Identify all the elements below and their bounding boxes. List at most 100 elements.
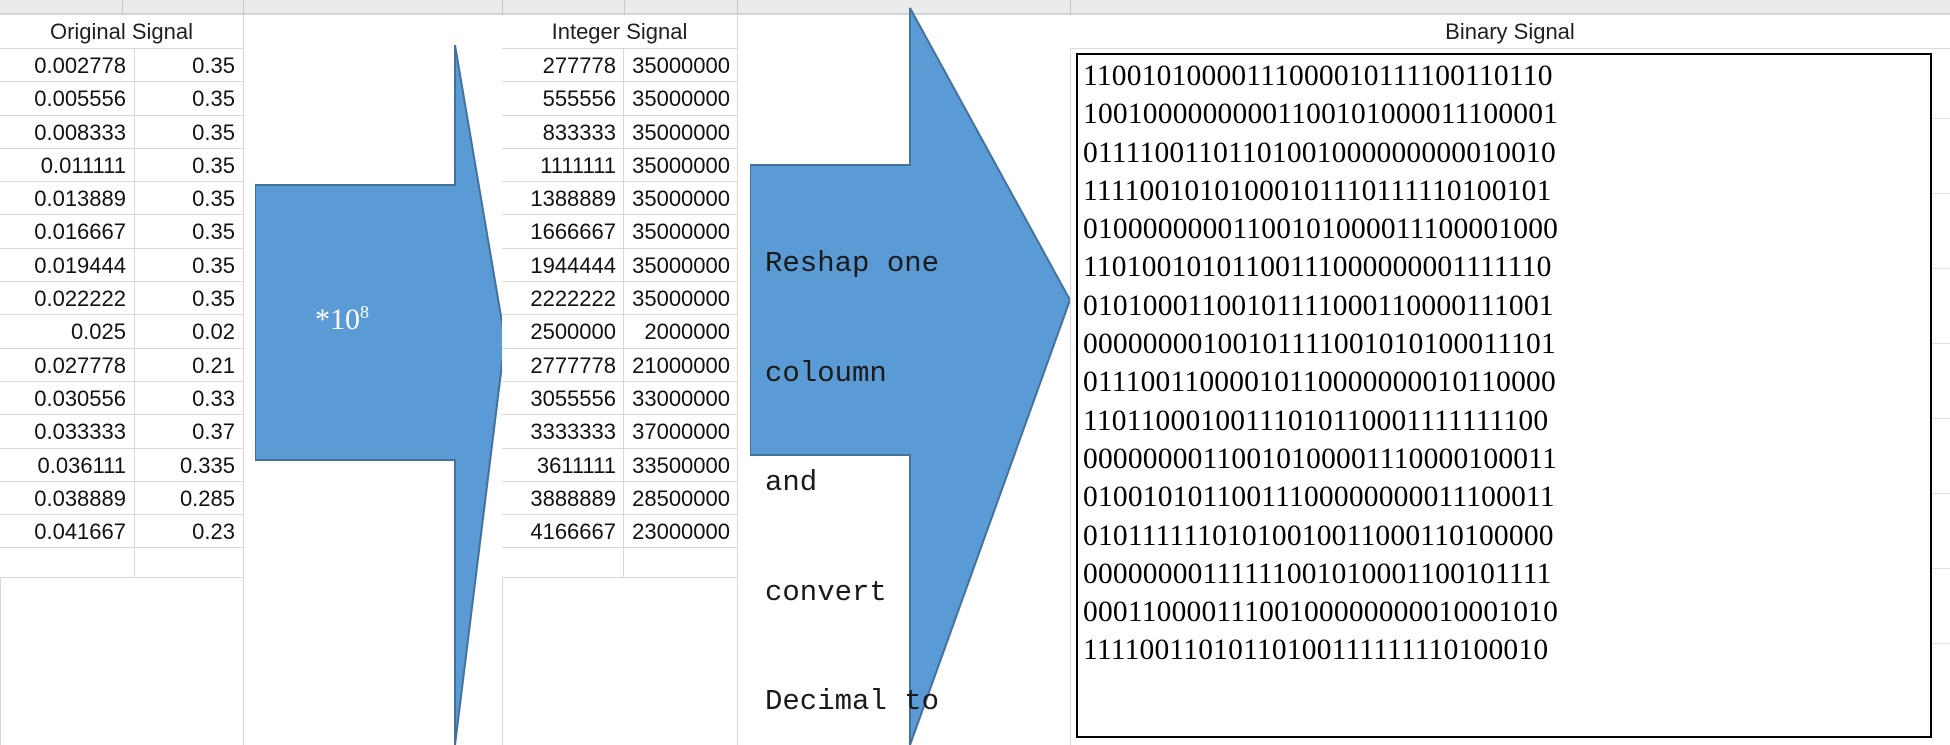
grid-vertical-line (737, 15, 738, 745)
cell-time: 0.008333 (0, 115, 135, 148)
table-row[interactable]: 0.036111 0.335 (0, 448, 243, 482)
cell-amplitude: 0.335 (179, 452, 235, 478)
column-separator (243, 0, 244, 15)
cell-time: 0.005556 (0, 82, 135, 115)
table-row[interactable]: 1944444 35000000 (502, 248, 737, 283)
table-row[interactable]: 2222222 35000000 (502, 282, 737, 316)
cell-amplitude: 0.21 (192, 352, 235, 378)
table-row[interactable]: 2777778 21000000 (502, 348, 737, 382)
table-row[interactable]: 0.019444 0.35 (0, 248, 243, 283)
original-signal-title: Original Signal (0, 15, 243, 49)
binary-line: 00000000111111001010001100101111 (1083, 557, 1552, 590)
cell-time: 0.036111 (0, 448, 135, 481)
scale-arrow-label-base: *10 (315, 303, 360, 336)
grid-horizontal-line (1932, 418, 1950, 419)
table-row[interactable]: 0.025 0.02 (0, 315, 243, 349)
cell-amplitude-int: 35000000 (632, 286, 730, 312)
cell-empty (0, 548, 135, 578)
cell-amplitude-int: 37000000 (632, 419, 730, 445)
cell-amplitude: 0.37 (192, 419, 235, 445)
binary-line: 00011000011100100000000010001010 (1083, 596, 1559, 629)
binary-signal-panel: Binary Signal (1070, 15, 1950, 49)
table-row[interactable]: 4166667 23000000 (502, 515, 737, 549)
binary-line: 11110010101000101110111110100101 (1083, 174, 1552, 207)
cell-time-int: 555556 (502, 82, 624, 115)
grid-horizontal-line (1932, 193, 1950, 194)
binary-line: 01111001101101001000000000010010 (1083, 136, 1556, 169)
cell-time-int: 3888889 (502, 481, 624, 515)
table-row[interactable]: 0.041667 0.23 (0, 515, 243, 549)
binary-line: 01001010110011100000000011100011 (1083, 481, 1555, 514)
cell-amplitude: 0.35 (192, 152, 235, 178)
table-row[interactable]: 0.016667 0.35 (0, 215, 243, 249)
cell-time: 0.038889 (0, 481, 135, 515)
table-row[interactable]: 555556 35000000 (502, 82, 737, 116)
table-row[interactable]: 0.033333 0.37 (0, 415, 243, 449)
empty-table-row[interactable] (502, 548, 737, 579)
table-row[interactable]: 3611111 33500000 (502, 448, 737, 482)
cell-time: 0.030556 (0, 381, 135, 415)
table-row[interactable]: 0.008333 0.35 (0, 115, 243, 149)
table-row[interactable]: 0.030556 0.33 (0, 381, 243, 416)
binary-line: 11010010101100111000000001111110 (1083, 251, 1552, 284)
grid-vertical-line (1070, 15, 1071, 745)
cell-time: 0.016667 (0, 215, 135, 248)
integer-signal-table: Integer Signal 277778 35000000 555556 35… (502, 15, 737, 579)
table-row[interactable]: 0.038889 0.285 (0, 481, 243, 516)
cell-time-int: 3055556 (502, 381, 624, 415)
grid-vertical-line (243, 15, 244, 745)
cell-amplitude-int: 35000000 (632, 252, 730, 278)
table-row[interactable]: 3888889 28500000 (502, 481, 737, 516)
table-row[interactable]: 833333 35000000 (502, 115, 737, 149)
column-separator (122, 0, 123, 15)
cell-time-int: 3333333 (502, 415, 624, 448)
binary-line: 01010001100101111000110000111001 (1083, 289, 1554, 322)
table-row[interactable]: 277778 35000000 (502, 49, 737, 83)
table-row[interactable]: 0.011111 0.35 (0, 148, 243, 183)
cell-amplitude: 0.35 (192, 186, 235, 212)
table-row[interactable]: 0.005556 0.35 (0, 82, 243, 116)
table-row[interactable]: 1666667 35000000 (502, 215, 737, 249)
convert-arrow (750, 0, 1070, 745)
cell-amplitude: 0.35 (192, 286, 235, 312)
original-signal-table: Original Signal 0.002778 0.35 0.005556 0… (0, 15, 243, 579)
table-row[interactable]: 3055556 33000000 (502, 381, 737, 416)
table-row[interactable]: 3333333 37000000 (502, 415, 737, 449)
table-row[interactable]: 0.013889 0.35 (0, 182, 243, 216)
cell-time-int: 1666667 (502, 215, 624, 248)
scale-arrow-label-exponent: 8 (360, 302, 369, 322)
cell-time: 0.027778 (0, 348, 135, 381)
grid-horizontal-line (1932, 268, 1950, 269)
cell-amplitude-int: 23000000 (632, 519, 730, 545)
cell-amplitude-int: 35000000 (632, 86, 730, 112)
cell-amplitude: 0.33 (192, 385, 235, 411)
binary-line: 11001010000111000010111100110110 (1083, 60, 1553, 92)
cell-time: 0.013889 (0, 182, 135, 215)
empty-table-row[interactable] (0, 548, 243, 579)
table-row[interactable]: 1111111 35000000 (502, 148, 737, 183)
table-row[interactable]: 0.022222 0.35 (0, 282, 243, 316)
binary-line: 00000000100101111001010100011101 (1083, 328, 1556, 361)
cell-amplitude-int: 35000000 (632, 186, 730, 212)
cell-time-int: 2222222 (502, 282, 624, 315)
binary-signal-textbox[interactable]: 11001010000111000010111100110110 1001000… (1076, 53, 1932, 738)
table-row[interactable]: 1388889 35000000 (502, 182, 737, 216)
cell-amplitude: 0.35 (192, 252, 235, 278)
convert-arrow-label-line: and (765, 466, 818, 499)
convert-arrow-label: Reshap one coloumn and convert Decimal t… (765, 173, 995, 745)
table-row[interactable]: 2500000 2000000 (502, 315, 737, 349)
convert-arrow-label-line: Decimal to (765, 685, 940, 718)
binary-line: 01000000001100101000011100001000 (1083, 213, 1559, 246)
column-separator (737, 0, 738, 15)
table-row[interactable]: 0.027778 0.21 (0, 348, 243, 382)
table-row[interactable]: 0.002778 0.35 (0, 49, 243, 83)
column-separator (624, 0, 625, 15)
grid-horizontal-line (1932, 643, 1950, 644)
cell-time-int: 4166667 (502, 515, 624, 548)
cell-empty (502, 548, 624, 578)
cell-amplitude: 0.23 (192, 519, 235, 545)
grid-horizontal-line (1932, 568, 1950, 569)
cell-time: 0.022222 (0, 282, 135, 315)
grid-horizontal-line (1932, 118, 1950, 119)
